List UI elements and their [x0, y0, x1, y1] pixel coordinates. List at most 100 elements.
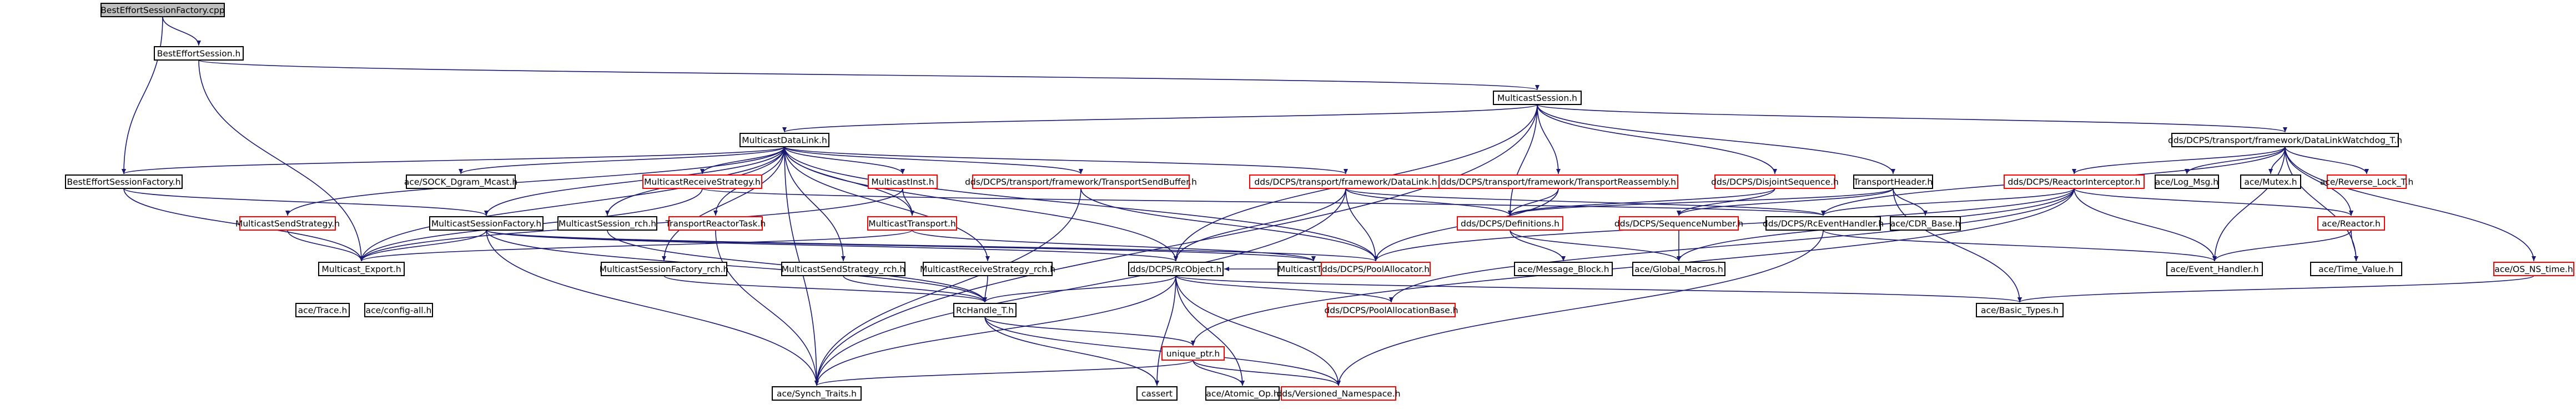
node-rchandle-t-h[interactable]: RcHandle_T.h [953, 303, 1017, 317]
edge-multicastdatalink-h-to-multicastinst-h [784, 146, 905, 174]
node-label: dds/DCPS/RcObject.h [1130, 265, 1222, 275]
node-label: MulticastInst.h [871, 177, 934, 187]
node-transportheader-h[interactable]: TransportHeader.h [1853, 174, 1933, 189]
node-ace-global-macros-h[interactable]: ace/Global_Macros.h [1632, 262, 1725, 276]
edge-transportheader-h-to-dds-dcps-definitions-h [1508, 188, 1894, 216]
node-box [100, 3, 225, 17]
node-transportreactortask-h[interactable]: TransportReactorTask.h [665, 216, 766, 231]
node-ace-cdr-base-h[interactable]: ace/CDR_Base.h [1890, 216, 1961, 231]
node-besteffortsession-h[interactable]: BestEffortSession.h [154, 46, 244, 61]
node-unique-ptr-h[interactable]: unique_ptr.h [1161, 346, 1225, 361]
node-dds-dcps-transport-framework-datalinkwatchdog-t-h[interactable]: dds/DCPS/transport/framework/DataLinkWat… [2168, 133, 2402, 147]
node-besteffortsessionfactory-h[interactable]: BestEffortSessionFactory.h [65, 174, 183, 189]
node-ace-message-block-h[interactable]: ace/Message_Block.h [1514, 262, 1613, 276]
node-label: ace/config-all.h [366, 306, 432, 316]
node-dds-dcps-disjointsequence-h[interactable]: dds/DCPS/DisjointSequence.h [1711, 174, 1839, 189]
edge-rchandle-t-h-to-cassert [984, 316, 1159, 386]
node-ace-reverse-lock-t-h[interactable]: ace/Reverse_Lock_T.h [2320, 174, 2413, 189]
edge-dds-dcps-transport-framework-datalinkwatchdog-t-h-to-ace-log-msg-h [2185, 146, 2286, 174]
node-label: dds/DCPS/transport/framework/TransportRe… [1441, 177, 1676, 187]
node-label: ace/SOCK_Dgram_Mcast.h [404, 177, 517, 188]
node-box [65, 174, 183, 189]
edge-dds-dcps-disjointsequence-h-to-dds-dcps-sequencenumber-h [1677, 188, 1775, 216]
node-label: dds/DCPS/transport/framework/DataLinkWat… [2168, 136, 2402, 146]
node-box [1632, 262, 1725, 276]
edge-multicastdatalink-h-to-dds-dcps-transport-framework-transportsendbuffer-h [784, 146, 1083, 174]
edge-dds-dcps-transport-framework-datalink-h-to-dds-dcps-definitions-h [1345, 188, 1512, 216]
node-multicastsessionfactory-h[interactable]: MulticastSessionFactory.h [429, 216, 544, 231]
node-multicastinst-h[interactable]: MulticastInst.h [868, 174, 938, 189]
node-multicastdatalink-h[interactable]: MulticastDataLink.h [739, 133, 829, 147]
node-dds-dcps-transport-framework-transportreassembly-h[interactable]: dds/DCPS/transport/framework/TransportRe… [1438, 174, 1678, 189]
node-multicast-export-h[interactable]: Multicast_Export.h [318, 262, 405, 276]
edge-unique-ptr-h-to-ace-atomic-op-h [1193, 360, 1245, 386]
node-label: MulticastReceiveStrategy.h [644, 177, 761, 187]
edge-dds-dcps-reactorinterceptor-h-to-dds-dcps-rceventhandler-h [1821, 188, 2075, 216]
node-box [867, 216, 957, 231]
edge-multicastdatalink-h-to-multicastsendstrategy-rch-h [784, 146, 846, 262]
node-multicastsessionfactory-rch-h[interactable]: MulticastSessionFactory_rch.h [600, 262, 729, 276]
node-ace-time-value-h[interactable]: ace/Time_Value.h [2310, 262, 2402, 276]
node-box [1281, 386, 1396, 401]
node-ace-os-ns-time-h[interactable]: ace/OS_NS_time.h [2493, 262, 2574, 276]
edge-multicastsession-h-to-dds-dcps-transport-framework-datalinkwatchdog-t-h [1537, 104, 2287, 133]
node-ace-basic-types-h[interactable]: ace/Basic_Types.h [1976, 303, 2064, 317]
node-label: dds/Versioned_Namespace.h [1276, 389, 1400, 400]
edge-multicastsessionfactory-h-to-dds-dcps-poolallocator-h [486, 230, 1378, 262]
node-ace-sock-dgram-mcast-h[interactable]: ace/SOCK_Dgram_Mcast.h [404, 174, 517, 189]
node-dds-dcps-transport-framework-datalink-h[interactable]: dds/DCPS/transport/framework/DataLink.h [1249, 174, 1442, 189]
node-multicastsession-rch-h[interactable]: MulticastSession_rch.h [557, 216, 657, 231]
node-ace-atomic-op-h[interactable]: ace/Atomic_Op.h [1205, 386, 1280, 401]
node-multicastsendstrategy-h[interactable]: MulticastSendStrategy.h [235, 216, 340, 231]
node-cassert[interactable]: cassert [1136, 386, 1178, 401]
node-dds-dcps-sequencenumber-h[interactable]: dds/DCPS/SequenceNumber.h [1614, 216, 1743, 231]
node-dds-dcps-poolallocator-h[interactable]: dds/DCPS/PoolAllocator.h [1321, 262, 1431, 276]
node-ace-trace-h[interactable]: ace/Trace.h [295, 303, 350, 317]
node-box [1976, 303, 2064, 317]
node-ace-mutex-h[interactable]: ace/Mutex.h [2240, 174, 2301, 189]
edge-multicastsessionfactory-rch-h-to-rchandle-t-h [663, 275, 987, 303]
node-box [772, 386, 862, 401]
node-label: MulticastTransport.h [868, 219, 956, 229]
node-box [406, 174, 516, 189]
node-dds-dcps-transport-framework-transportsendbuffer-h[interactable]: dds/DCPS/transport/framework/TransportSe… [965, 174, 1197, 189]
node-label: ace/Synch_Traits.h [777, 389, 857, 400]
node-box [295, 303, 350, 317]
edge-dds-dcps-transport-framework-datalinkwatchdog-t-h-to-dds-dcps-reactorinterceptor-h [2072, 146, 2286, 174]
node-multicastsendstrategy-rch-h[interactable]: MulticastSendStrategy_rch.h [781, 262, 905, 276]
node-box [318, 262, 405, 276]
node-dds-dcps-rceventhandler-h[interactable]: dds/DCPS/RcEventHandler.h [1763, 216, 1884, 231]
node-ace-log-msg-h[interactable]: ace/Log_Msg.h [2155, 174, 2219, 189]
node-ace-reactor-h[interactable]: ace/Reactor.h [2317, 216, 2385, 231]
node-ace-event-handler-h[interactable]: ace/Event_Handler.h [2166, 262, 2263, 276]
node-box [364, 303, 433, 317]
node-dds-dcps-reactorinterceptor-h[interactable]: dds/DCPS/ReactorInterceptor.h [2004, 174, 2145, 189]
node-multicastreceivestrategy-h[interactable]: MulticastReceiveStrategy.h [642, 174, 762, 189]
edge-multicastsessionfactory-h-to-multicast-export-h [359, 230, 487, 262]
edge-transportreactortask-h-to-ace-synch-traits-h [715, 230, 819, 386]
node-dds-dcps-definitions-h[interactable]: dds/DCPS/Definitions.h [1457, 216, 1563, 231]
node-multicastsession-h[interactable]: MulticastSession.h [1493, 91, 1582, 105]
edge-multicastdatalink-h-to-ace-sock-dgram-mcast-h [459, 146, 785, 174]
node-label: MulticastSendStrategy.h [235, 219, 340, 229]
node-box [1619, 216, 1739, 231]
node-box [972, 174, 1190, 189]
node-multicastreceivestrategy-rch-h[interactable]: MulticastReceiveStrategy_rch.h [920, 262, 1055, 276]
node-ace-synch-traits-h[interactable]: ace/Synch_Traits.h [772, 386, 862, 401]
edge-dds-dcps-transport-framework-transportsendbuffer-h-to-ace-synch-traits-h [814, 188, 1081, 386]
node-dds-versioned-namespace-h[interactable]: dds/Versioned_Namespace.h [1276, 386, 1401, 401]
node-box [1205, 386, 1280, 401]
node-dds-dcps-rcobject-h[interactable]: dds/DCPS/RcObject.h [1128, 262, 1224, 276]
edge-dds-dcps-rcobject-h-to-cassert [1155, 275, 1176, 386]
node-multicasttransport-h[interactable]: MulticastTransport.h [867, 216, 957, 231]
node-label: unique_ptr.h [1166, 349, 1220, 360]
node-box [557, 216, 657, 231]
node-label: ace/Atomic_Op.h [1206, 389, 1279, 400]
edge-multicastsession-h-to-dds-dcps-transport-framework-transportreassembly-h [1537, 104, 1561, 174]
node-besteffortsessionfactory-cpp: BestEffortSessionFactory.cpp [100, 3, 225, 17]
node-dds-dcps-poolallocationbase-h[interactable]: dds/DCPS/PoolAllocationBase.h [1324, 303, 1458, 317]
node-box [1161, 346, 1225, 361]
edge-dds-dcps-definitions-h-to-ace-message-block-h [1510, 230, 1566, 262]
node-ace-config-all-h[interactable]: ace/config-all.h [364, 303, 433, 317]
